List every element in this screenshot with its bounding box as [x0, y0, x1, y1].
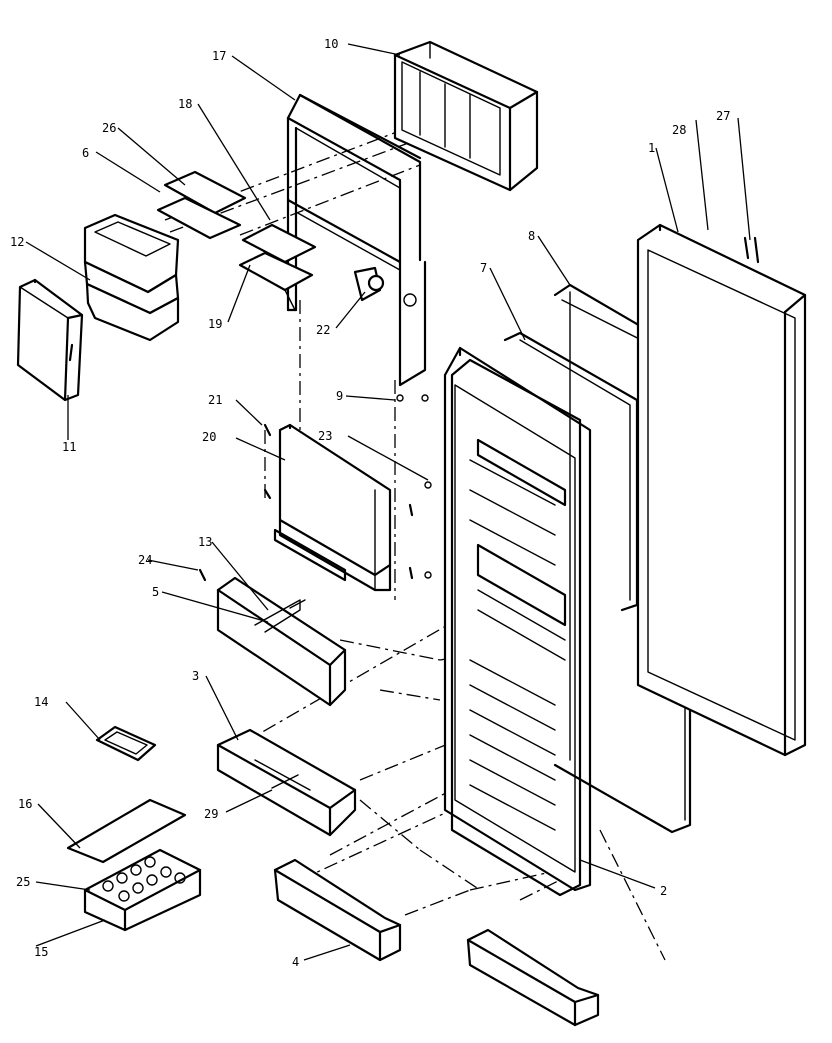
part-22-fitting	[353, 266, 385, 302]
label-part-2: 2	[660, 884, 667, 898]
label-part-12: 12	[10, 235, 24, 249]
label-part-9: 9	[336, 389, 343, 403]
label-part-22: 22	[316, 323, 330, 337]
part-20-housing	[273, 423, 392, 592]
part-19-shelf	[238, 251, 314, 311]
part-4-door-bin	[273, 858, 402, 962]
screws	[263, 394, 432, 580]
door-inner-liner	[443, 346, 592, 892]
part-18-shelf	[241, 223, 317, 264]
label-part-17: 17	[212, 49, 226, 63]
part-labels: 10 17 18 26 6 12 19 22 11 21 20 9 23 28 …	[10, 37, 730, 969]
label-part-29: 29	[204, 807, 218, 821]
part-15-ice-tray	[83, 848, 202, 932]
label-part-24: 24	[138, 553, 152, 567]
part-26-shelf	[156, 170, 247, 240]
part-3-drawer	[216, 728, 357, 837]
label-part-7: 7	[480, 261, 487, 275]
leader-lines	[25, 43, 751, 961]
label-part-1: 1	[648, 141, 655, 155]
part-door-bin-right	[466, 928, 600, 1027]
label-part-16: 16	[18, 797, 32, 811]
label-part-27: 27	[716, 109, 730, 123]
label-part-10: 10	[324, 37, 338, 51]
label-part-20: 20	[202, 430, 216, 444]
part-10-housing	[393, 40, 539, 192]
label-part-11: 11	[62, 440, 76, 454]
label-part-18: 18	[178, 97, 192, 111]
label-part-23: 23	[318, 429, 332, 443]
label-part-26: 26	[102, 121, 116, 135]
label-part-5: 5	[152, 585, 159, 599]
label-part-25: 25	[16, 875, 30, 889]
part-1-outer-door	[636, 223, 807, 757]
label-part-6: 6	[82, 146, 89, 160]
label-part-14: 14	[34, 695, 48, 709]
label-part-19: 19	[208, 317, 222, 331]
part-2-door-panel	[450, 358, 582, 897]
part-14-tray	[95, 725, 157, 762]
label-part-3: 3	[192, 669, 199, 683]
label-part-4: 4	[292, 955, 299, 969]
part-11-door	[16, 278, 84, 402]
label-part-13: 13	[198, 535, 212, 549]
label-part-21: 21	[208, 393, 222, 407]
label-part-28: 28	[672, 123, 686, 137]
part-12-containers	[83, 213, 180, 342]
part-16-lid	[66, 798, 187, 864]
label-part-15: 15	[34, 945, 48, 959]
part-5-bin	[198, 568, 347, 707]
label-part-8: 8	[528, 229, 535, 243]
